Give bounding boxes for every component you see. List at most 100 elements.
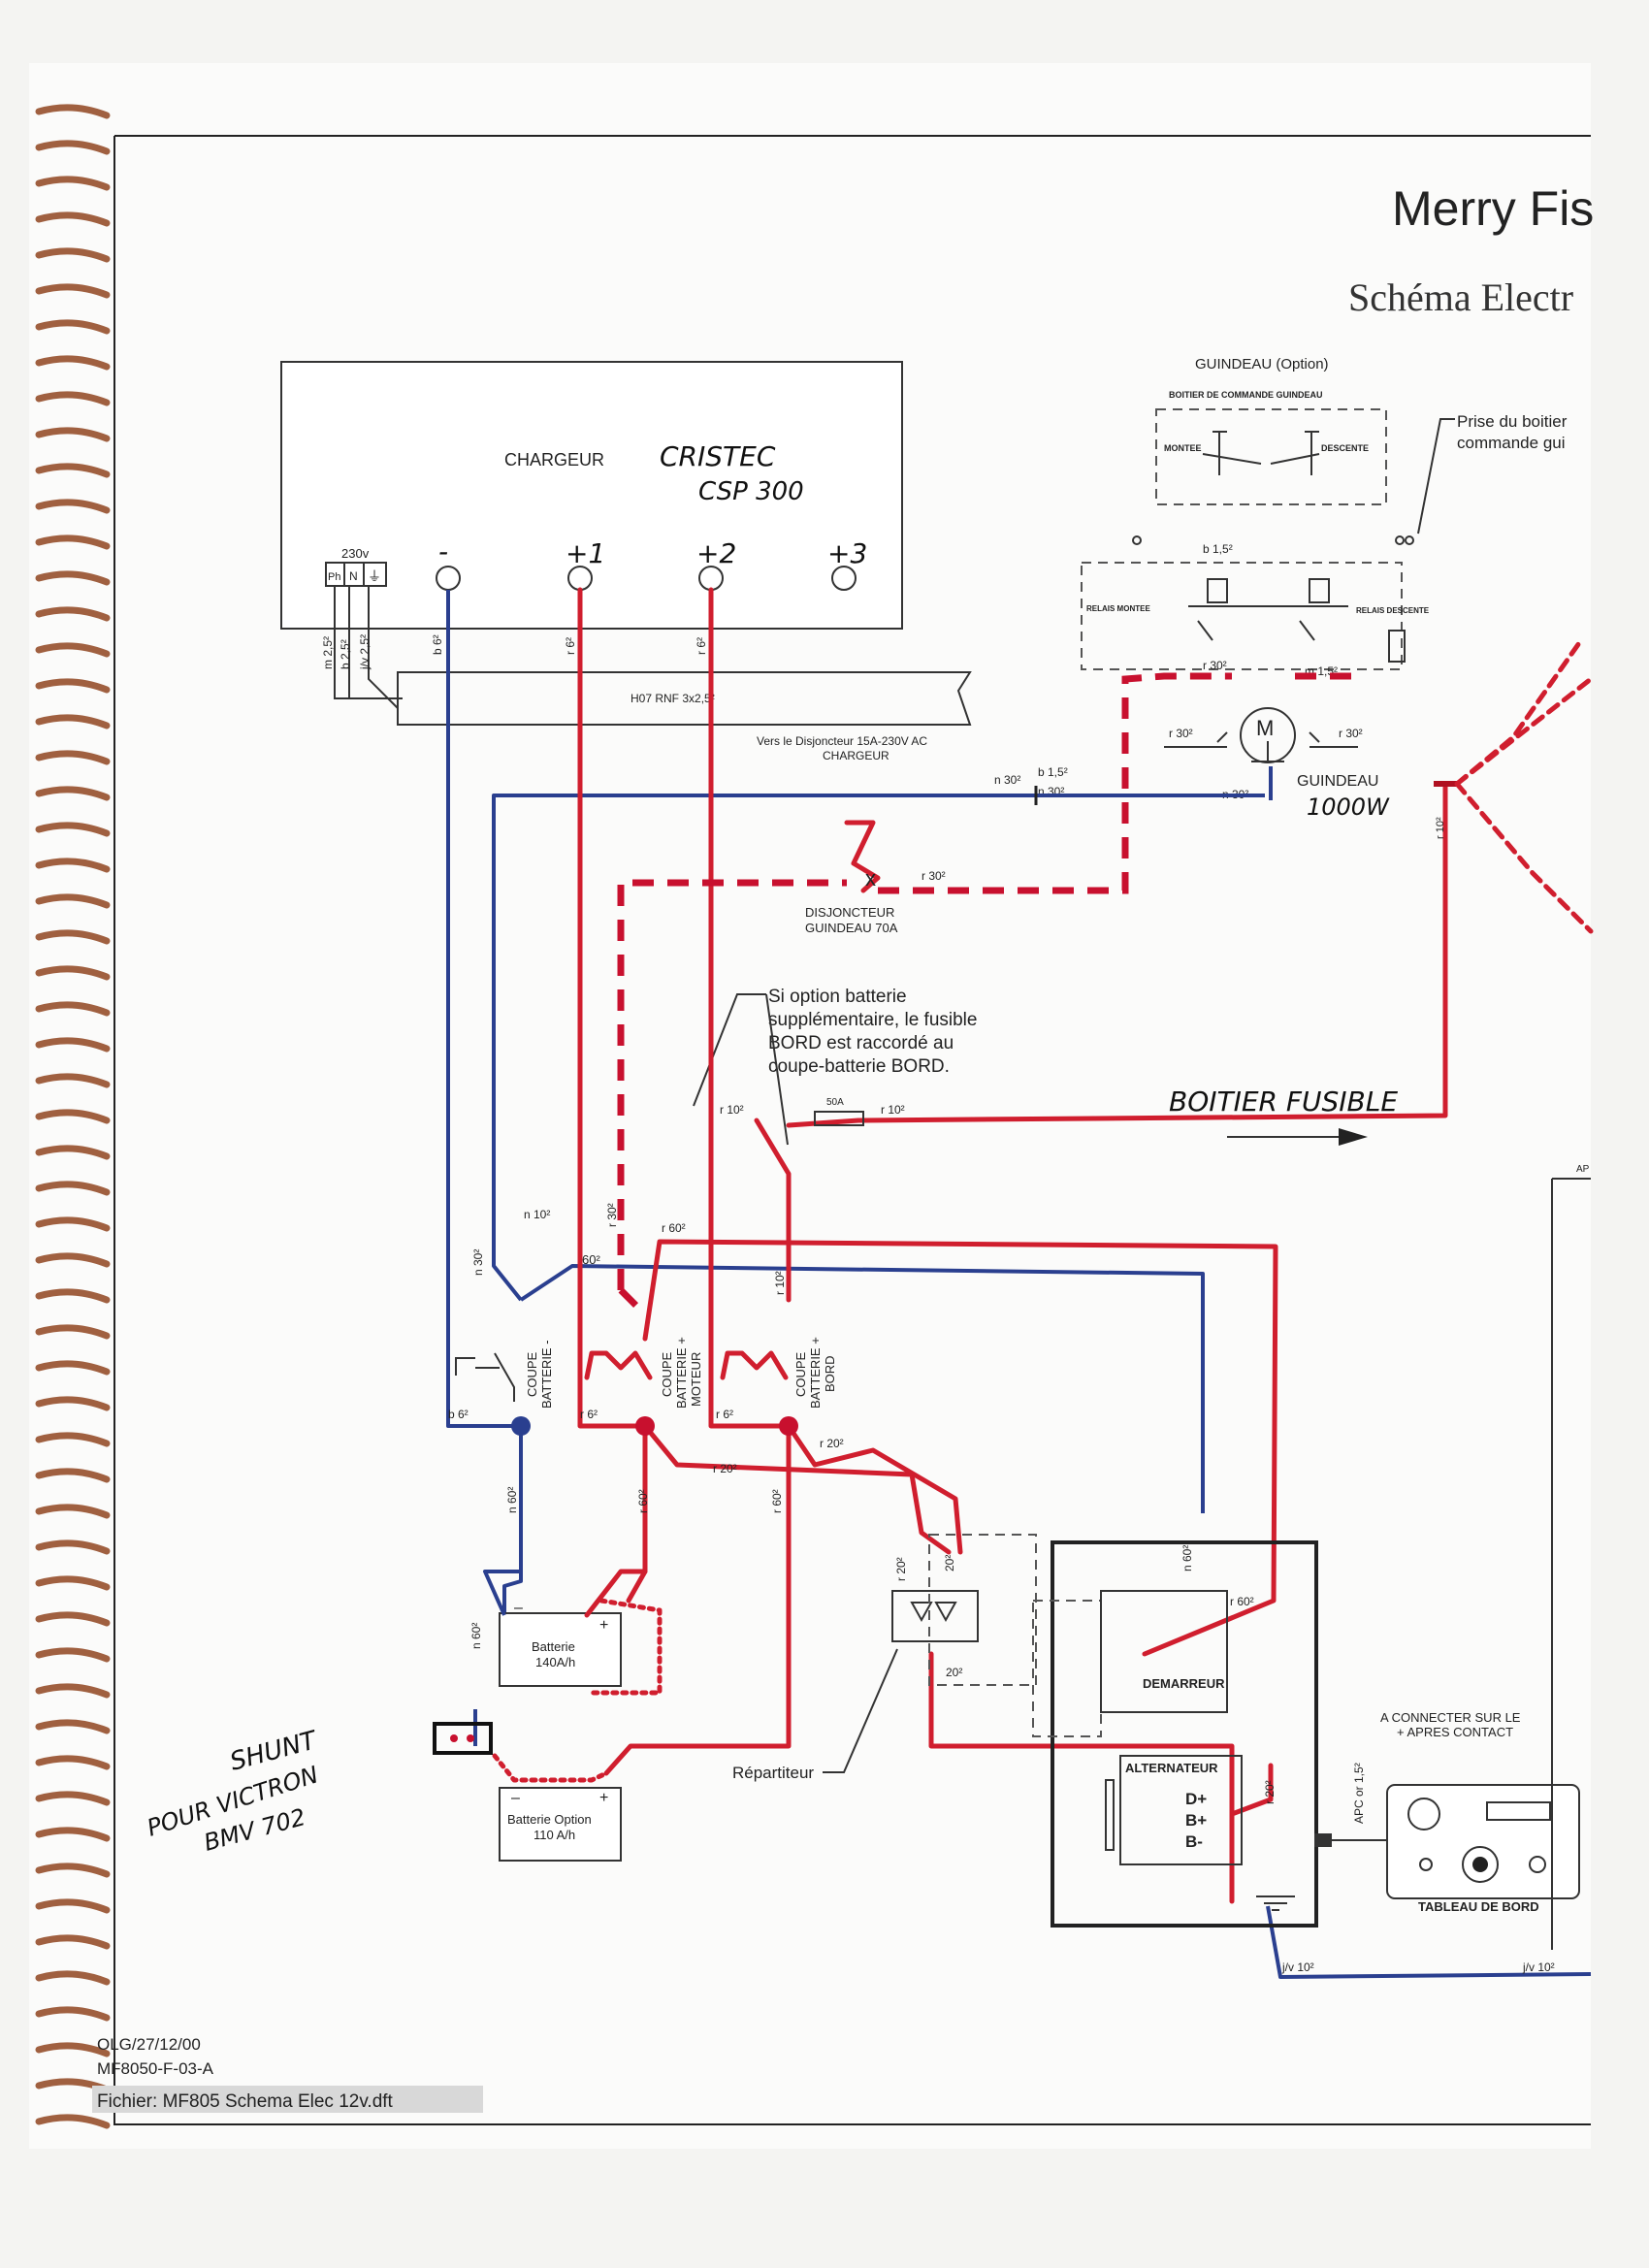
wl-r20b: r 20² (820, 1437, 844, 1450)
wl-n30: n 30² (471, 1249, 485, 1276)
switch-neg-l2: BATTERIE - (539, 1340, 554, 1409)
shunt: SHUNT POUR VICTRON BMV 702 (144, 1722, 493, 1857)
wire-label-r6b: r 6² (695, 637, 708, 655)
wl-n60c: n 60² (1180, 1545, 1194, 1571)
remote-note-1: Prise du boitier (1457, 412, 1568, 431)
note-line-3: BORD est raccordé au (768, 1033, 954, 1053)
wl-r6a: r 6² (580, 1408, 598, 1421)
battery-2-minus: – (511, 1790, 520, 1806)
ac-terminal-block (325, 562, 387, 587)
charger-terminals: - +1 +2 +3 (436, 535, 867, 591)
header-title: Merry Fis (1392, 181, 1594, 236)
switch-neg-l1: COUPE (525, 1351, 539, 1397)
distributor-label: Répartiteur (732, 1764, 814, 1782)
wl-jv10a: j/v 10² (1281, 1960, 1314, 1974)
charger-label: CHARGEUR (504, 450, 604, 470)
battery-1-capacity: 140A/h (535, 1655, 575, 1669)
wl-60: 60² (582, 1252, 600, 1267)
breaker-wire: r 30² (922, 869, 946, 883)
wire-b15b: b 1,5² (1038, 765, 1068, 779)
cable-note-2: CHARGEUR (823, 749, 889, 762)
wire-n30a: n 30² (994, 773, 1020, 787)
charger-handwritten-model: CSP 300 (698, 477, 804, 506)
spiral-binding (35, 104, 111, 2129)
cable-note-1: Vers le Disjoncteur 15A-230V AC (757, 734, 927, 748)
footer-ref: MF8050-F-03-A (97, 2059, 214, 2078)
dashboard-note-2: + APRES CONTACT (1397, 1725, 1513, 1739)
switch-bord-l3: BORD (823, 1355, 837, 1392)
charger-handwritten-brand: CRISTEC (660, 440, 776, 472)
positive-wiring (577, 587, 1594, 1904)
breaker-x-icon: x (865, 866, 876, 891)
engine-ground-icon (1256, 1895, 1295, 1911)
junction-motor (635, 1416, 655, 1436)
battery-2-plus: + (599, 1790, 608, 1806)
up-label: MONTEE (1164, 443, 1202, 453)
breaker-label-1: DISJONCTEUR (805, 905, 894, 920)
wl-apc: APC or 1,5² (1352, 1763, 1366, 1824)
battery-1-plus: + (599, 1617, 608, 1634)
wl-r10b: r 10² (1435, 817, 1446, 839)
ac-pin-n: N (349, 569, 358, 583)
wl-r60c: r 60² (1230, 1595, 1254, 1608)
battery-option-note: Si option batterie supplémentaire, le fu… (693, 987, 977, 1146)
junction-bord (779, 1416, 798, 1436)
footer: OLG/27/12/00 MF8050-F-03-A Fichier: MF80… (92, 2035, 483, 2113)
motor-label: M (1256, 716, 1274, 740)
wire-r30b: r 30² (1169, 727, 1193, 740)
terminal-plus2: +2 (696, 537, 736, 569)
wl-r60: r 60² (662, 1221, 686, 1235)
wl-r20d: 20² (943, 1555, 956, 1571)
relay-up-label: RELAIS MONTEE (1086, 604, 1150, 613)
wire-label-jv25: j/v 2,5² (358, 634, 372, 670)
junction-negative (511, 1416, 531, 1436)
ac-cable (397, 671, 972, 726)
fuse-wire-left: r 10² (720, 1103, 744, 1117)
windlass-breaker: x DISJONCTEUR GUINDEAU 70A r 30² (805, 820, 946, 935)
cable-label: H07 RNF 3x2,5² (630, 692, 715, 705)
note-line-4: coupe-batterie BORD. (768, 1056, 950, 1077)
windlass-section: GUINDEAU (Option) BOITIER DE COMMANDE GU… (994, 356, 1568, 821)
distributor: Répartiteur (732, 1534, 1037, 1782)
alt-terminal-bminus: B- (1185, 1832, 1203, 1851)
battery-main: – + Batterie 140A/h (483, 1569, 648, 1687)
switch-bord-l1: COUPE (793, 1351, 808, 1397)
down-label: DESCENTE (1321, 443, 1369, 453)
windlass-title: GUINDEAU (Option) (1195, 356, 1329, 373)
ground-icon: ⏚ (368, 568, 381, 584)
negative-wiring (446, 590, 1592, 1979)
note-line-2: supplémentaire, le fusible (768, 1010, 977, 1030)
wl-r30: r 30² (605, 1203, 619, 1227)
wire-r30c: r 30² (1339, 727, 1363, 740)
relay-down-label: RELAIS DESCENTE (1356, 606, 1430, 615)
alt-terminal-dplus: D+ (1185, 1790, 1207, 1808)
wl-r20e: 20² (946, 1666, 962, 1679)
key-switch-icon (1462, 1846, 1499, 1883)
ac-pin-ph: Ph (328, 571, 340, 583)
wire-b15: b 1,5² (1203, 542, 1233, 556)
battery-2-capacity: 110 A/h (534, 1828, 575, 1842)
wl-r10: r 10² (773, 1271, 787, 1295)
dashboard-label: TABLEAU DE BORD (1418, 1899, 1539, 1914)
footer-file: Fichier: MF805 Schema Elec 12v.dft (97, 2091, 394, 2112)
arrow-icon (1339, 1128, 1368, 1146)
wire-label-r6a: r 6² (564, 637, 577, 655)
wire-r30a: r 30² (1203, 659, 1227, 672)
terminal-minus: - (438, 535, 448, 567)
control-box-label: BOITIER DE COMMANDE GUINDEAU (1169, 390, 1323, 400)
wire-label-m25: m 2,5² (321, 636, 335, 669)
switch-motor-l1: COUPE (660, 1351, 674, 1397)
wl-r60a: r 60² (636, 1489, 650, 1513)
footer-date: OLG/27/12/00 (97, 2035, 201, 2054)
wl-r6b: r 6² (716, 1408, 733, 1421)
header-subtitle: Schéma Electr (1348, 275, 1573, 319)
battery-switches: COUPE BATTERIE - COUPE BATTERIE + MOTEUR… (455, 1337, 837, 1436)
wl-jv10b: j/v 10² (1522, 1960, 1555, 1974)
wire-label-b6: b 6² (431, 634, 444, 655)
wl-r20a: r 20² (713, 1462, 737, 1475)
windlass-power-handwritten: 1000W (1307, 794, 1390, 821)
windlass-wiring (492, 672, 1358, 1783)
windlass-label: GUINDEAU (1297, 773, 1378, 790)
edge-label: AP (1576, 1164, 1590, 1175)
wl-n60b: n 60² (469, 1623, 483, 1649)
